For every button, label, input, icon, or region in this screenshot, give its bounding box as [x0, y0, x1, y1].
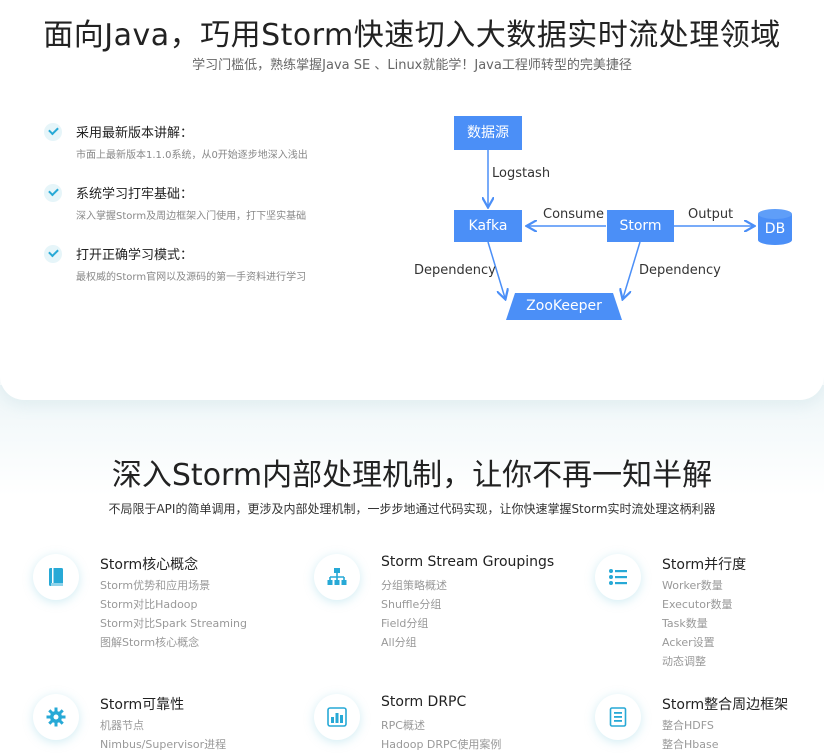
lower-background	[0, 385, 824, 754]
arrow-kafka-zookeeper	[487, 241, 505, 298]
hierarchy-icon	[314, 554, 360, 600]
logstash-label: Logstash	[492, 166, 551, 181]
feature-title: 打开正确学习模式：	[76, 248, 194, 263]
card-item: RPC概述	[381, 719, 425, 732]
card-item: Storm对比Hadoop	[100, 598, 198, 611]
card-items: Worker数量 Executor数量 Task数量 Acker设置 动态调整	[662, 576, 732, 671]
card-item: 机器节点	[100, 719, 144, 732]
feature-title: 系统学习打牢基础：	[76, 187, 194, 202]
card-item: 分组策略概述	[381, 579, 447, 592]
card-title: Storm DRPC	[381, 694, 467, 710]
card-items: RPC概述 Hadoop DRPC使用案例	[381, 716, 501, 754]
bar-chart-icon	[314, 694, 360, 740]
book-icon	[33, 554, 79, 600]
card-item: Task数量	[662, 617, 708, 630]
card-item: Executor数量	[662, 598, 733, 611]
db-shape-top	[758, 209, 792, 219]
card-title: Storm并行度	[662, 557, 747, 573]
card-item: Hadoop DRPC使用案例	[381, 738, 502, 751]
card-title: Storm整合周边框架	[662, 697, 789, 713]
arrow-storm-zookeeper	[623, 241, 641, 298]
document-icon	[595, 694, 641, 740]
hero-title: 面向Java，巧用Storm快速切入大数据实时流处理领域	[43, 18, 781, 53]
gear-icon	[33, 694, 79, 740]
card-title: Storm可靠性	[100, 697, 185, 713]
feature-desc: 市面上最新版本1.1.0系统，从0开始逐步地深入浅出	[76, 150, 308, 161]
card-item: Storm对比Spark Streaming	[100, 617, 247, 630]
card-title: Storm Stream Groupings	[381, 554, 555, 570]
card-item: 整合HDFS	[662, 719, 714, 732]
diagram-arrows	[400, 150, 792, 320]
card-item: 动态调整	[662, 655, 706, 668]
consume-label: Consume	[543, 207, 604, 222]
db-shape-bottom	[758, 235, 792, 245]
check-icon	[44, 245, 62, 263]
card-item: All分组	[381, 636, 417, 649]
output-label: Output	[688, 207, 734, 222]
db-label: DB	[764, 221, 786, 237]
section-title: 深入Storm内部处理机制，让你不再一知半解	[111, 458, 713, 493]
check-icon	[44, 184, 62, 202]
card-items: 分组策略概述 Shuffle分组 Field分组 All分组	[381, 576, 447, 652]
feature-desc: 最权威的Storm官网以及源码的第一手资料进行学习	[76, 272, 307, 283]
data-source-box: 数据源	[454, 116, 522, 150]
architecture-diagram: 数据源 Kafka Storm DB ZooKeeper Logstash Co…	[400, 110, 820, 350]
check-icon	[44, 123, 62, 141]
dependency-right-label: Dependency	[639, 263, 721, 278]
dependency-left-label: Dependency	[414, 263, 496, 278]
hero-subtitle: 学习门槛低，熟练掌握Java SE 、Linux就能学！Java工程师转型的完美…	[192, 58, 632, 73]
list-icon	[595, 554, 641, 600]
card-item: 整合Hbase	[662, 738, 719, 751]
card-items: 机器节点 Nimbus/Supervisor进程	[100, 716, 226, 754]
card-item: Acker设置	[662, 636, 715, 649]
section-subtitle: 不局限于API的简单调用，更涉及内部处理机制，一步步地通过代码实现，让你快速掌握…	[108, 502, 716, 516]
card-item: 图解Storm核心概念	[100, 636, 200, 649]
zookeeper-label: ZooKeeper	[526, 298, 602, 314]
storm-box: Storm	[607, 210, 674, 242]
zookeeper-shape	[506, 293, 622, 320]
card-item: Nimbus/Supervisor进程	[100, 738, 227, 751]
hero-section: 面向Java，巧用Storm快速切入大数据实时流处理领域 学习门槛低，熟练掌握J…	[0, 0, 824, 400]
card-items: 整合HDFS 整合Hbase	[662, 716, 719, 754]
card-item: Shuffle分组	[381, 598, 442, 611]
feature-title: 采用最新版本讲解：	[76, 126, 194, 141]
feature-desc: 深入掌握Storm及周边框架入门使用，打下坚实基础	[76, 211, 307, 222]
card-item: Storm优势和应用场景	[100, 579, 211, 592]
card-title: Storm核心概念	[100, 557, 199, 573]
card-item: Worker数量	[662, 579, 723, 592]
kafka-box: Kafka	[454, 210, 522, 242]
card-items: Storm优势和应用场景 Storm对比Hadoop Storm对比Spark …	[100, 576, 247, 652]
card-item: Field分组	[381, 617, 429, 630]
